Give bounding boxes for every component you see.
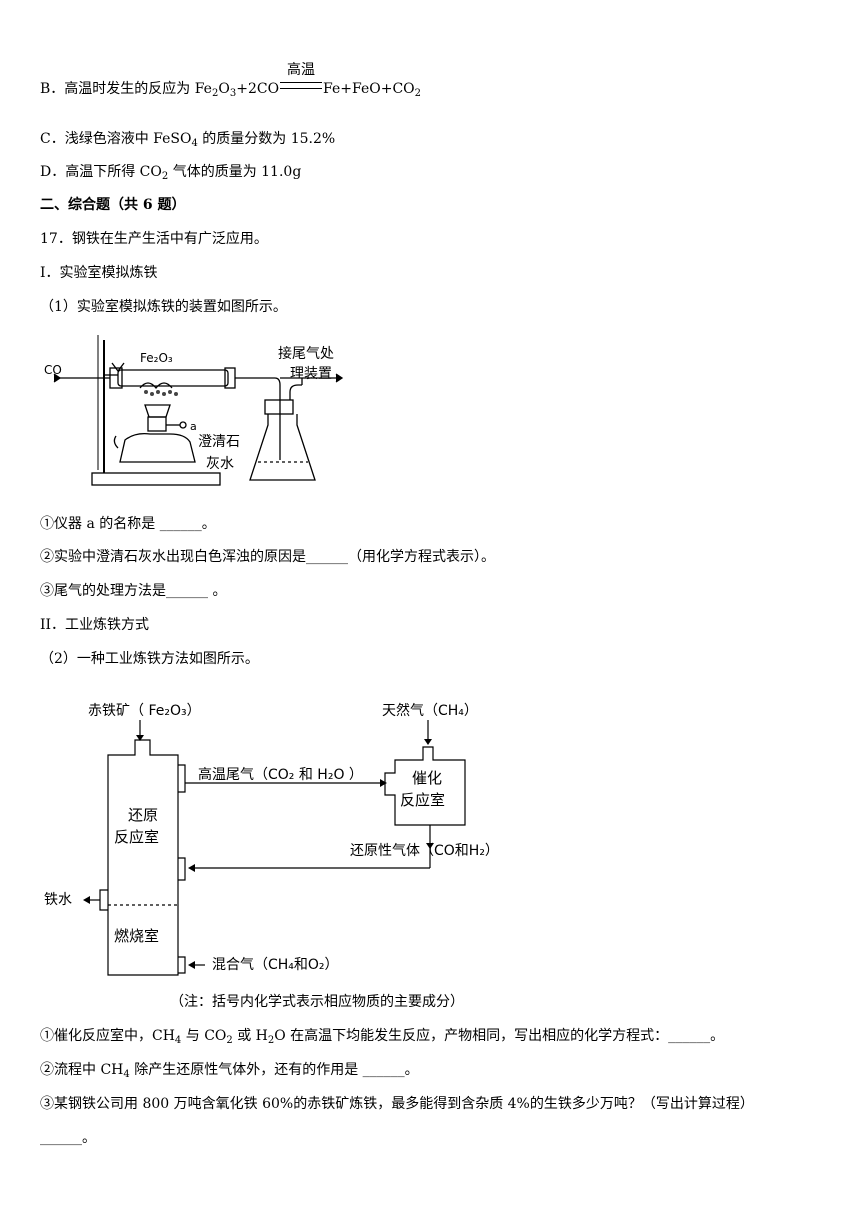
section-heading: 二、综合题（共 6 题） [40, 197, 186, 213]
reaction-condition: 高温 [279, 62, 323, 98]
part-1-heading: I．实验室模拟炼铁 [40, 265, 158, 281]
tail-gas-label: 高温尾气（CO₂ 和 H₂O ） [198, 766, 363, 783]
reduction-label-2: 反应室 [114, 828, 159, 846]
co-label: CO [44, 363, 62, 377]
question-2-3-blank: ______。 [40, 1130, 96, 1146]
question-1-1: ①仪器 a 的名称是 ______。 [40, 516, 216, 532]
question-1-2: ②实验中澄清石灰水出现白色浑浊的原因是______（用化学方程式表示）。 [40, 549, 495, 565]
catalytic-label-1: 催化 [412, 769, 442, 787]
question-17: 17．钢铁在生产生活中有广泛应用。 [40, 231, 268, 247]
molten-iron-label: 铁水 [44, 892, 72, 908]
lab-apparatus-figure: CO Fe₂O₃ a 接尾气处 理装置 澄清石 灰水 [44, 335, 344, 486]
instrument-a-label: a [190, 420, 197, 433]
combustion-label: 燃烧室 [114, 927, 159, 945]
mixed-gas-label: 混合气（CH₄和O₂） [212, 957, 339, 973]
limewater-label-1: 澄清石 [198, 434, 240, 450]
figure-note: （注：括号内化学式表示相应物质的主要成分） [170, 993, 464, 1010]
ore-label: 赤铁矿（ Fe₂O₃） [88, 703, 201, 719]
reduction-label-1: 还原 [128, 806, 158, 824]
option-d: D．高温下所得 CO2 气体的质量为 11.0g [40, 164, 302, 182]
question-2-2: ②流程中 CH4 除产生还原性气体外，还有的作用是 ______。 [40, 1062, 419, 1080]
option-c: C．浅绿色溶液中 FeSO4 的质量分数为 15.2% [40, 131, 336, 149]
tail-gas-label-2: 理装置 [290, 366, 332, 382]
question-2-1: ①催化反应室中，CH4 与 CO2 或 H2O 在高温下均能发生反应，产物相同，… [40, 1028, 725, 1046]
question-2: （2）一种工业炼铁方法如图所示。 [40, 651, 259, 667]
part-2-heading: II．工业炼铁方式 [40, 617, 150, 633]
equal-sign [280, 82, 323, 89]
question-1: （1）实验室模拟炼铁的装置如图所示。 [40, 299, 287, 315]
industrial-flow-figure: 赤铁矿（ Fe₂O₃） 天然气（CH₄） 高温尾气（CO₂ 和 H₂O ） 催化… [44, 702, 499, 1010]
limewater-label-2: 灰水 [206, 456, 234, 472]
tail-gas-label-1: 接尾气处 [278, 345, 334, 362]
catalytic-label-2: 反应室 [400, 791, 445, 809]
reducing-gas-label: 还原性气体（CO和H₂） [350, 843, 499, 859]
natural-gas-label: 天然气（CH₄） [382, 702, 478, 719]
question-2-3: ③某钢铁公司用 800 万吨含氧化铁 60%的赤铁矿炼铁，最多能得到含杂质 4%… [40, 1096, 754, 1112]
fe2o3-label: Fe₂O₃ [140, 351, 173, 365]
question-1-3: ③尾气的处理方法是______ 。 [40, 583, 227, 599]
